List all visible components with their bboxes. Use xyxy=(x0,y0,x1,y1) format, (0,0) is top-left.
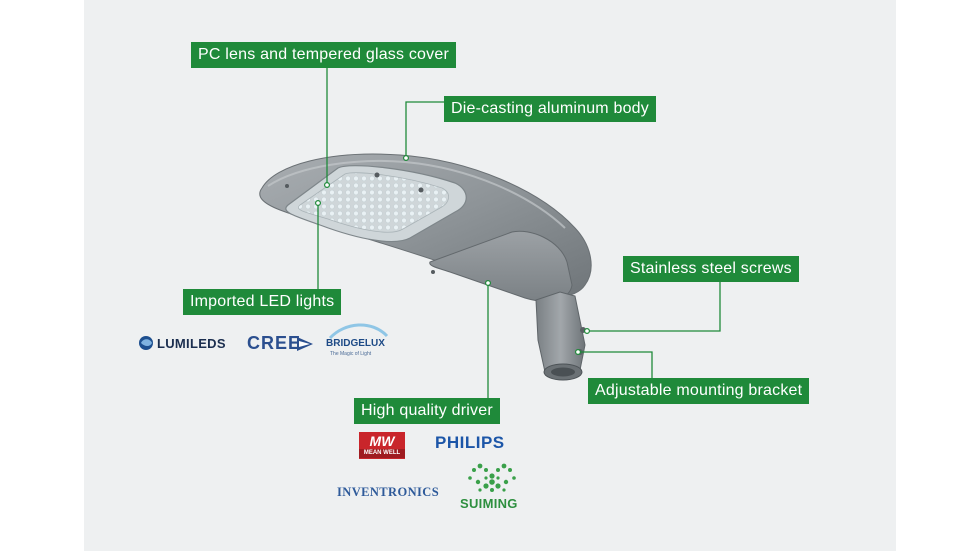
meanwell-logo: MW MEAN WELL xyxy=(359,432,405,459)
inventronics-logo: INVENTRONICS xyxy=(337,485,440,499)
callout-stainless-screws: Stainless steel screws xyxy=(623,256,799,282)
lumileds-icon xyxy=(139,336,153,350)
lumileds-logo: LUMILEDS xyxy=(157,336,226,351)
bridgelux-tagline: The Magic of Light xyxy=(330,351,372,357)
leader-lines xyxy=(317,68,721,399)
suiming-icon xyxy=(468,463,516,492)
callout-imported-led: Imported LED lights xyxy=(183,289,342,315)
bridgelux-arc-icon xyxy=(328,323,389,340)
callout-pc-lens: PC lens and tempered glass cover xyxy=(191,42,456,68)
callout-bracket: Adjustable mounting bracket xyxy=(588,378,810,404)
cree-icon xyxy=(297,337,313,351)
callout-die-casting: Die-casting aluminum body xyxy=(444,96,656,122)
suiming-logo: SUIMING xyxy=(460,496,518,511)
cree-logo: CREE xyxy=(247,333,302,353)
callout-driver: High quality driver xyxy=(354,398,500,424)
philips-logo: PHILIPS xyxy=(435,433,505,452)
bridgelux-logo: BRIDGELUX xyxy=(326,338,385,349)
meanwell-name: MEAN WELL xyxy=(359,449,405,458)
meanwell-mark: MW xyxy=(369,433,395,449)
